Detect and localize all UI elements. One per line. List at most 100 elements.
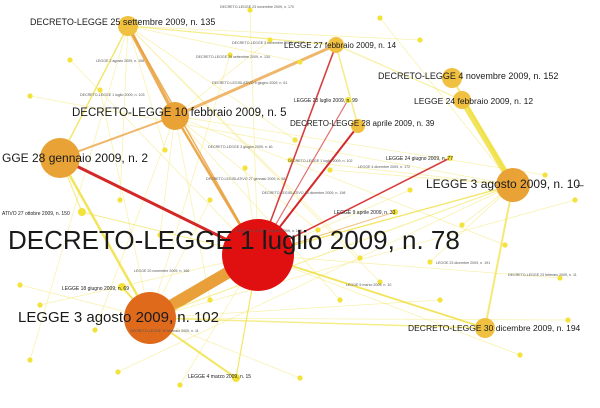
graph-node-minor[interactable] <box>337 297 343 303</box>
graph-node-minor[interactable] <box>327 167 333 173</box>
graph-node-minor[interactable] <box>437 297 443 303</box>
graph-node-minor[interactable] <box>115 369 121 375</box>
graph-edge-n108-n194 <box>484 184 514 329</box>
graph-edge-minor <box>127 25 361 259</box>
graph-node-n13[interactable] <box>232 374 240 382</box>
graph-edge-minor <box>429 184 514 263</box>
node-label-minor: DECRETO-LEGGE 3 novembre 2009, n. 167 <box>232 41 304 45</box>
graph-node-n33[interactable] <box>392 209 398 215</box>
graph-edge-n5-n14 <box>173 43 338 118</box>
graph-edge-n78-n2 <box>58 156 260 257</box>
graph-edge-n135-n14 <box>127 25 337 46</box>
node-label-minor: DECRETO-LEGGE 25 settembre 2009, n. 134 <box>196 55 270 59</box>
graph-node-minor[interactable] <box>117 197 123 203</box>
graph-node-n77[interactable] <box>447 155 453 161</box>
graph-node-minor[interactable] <box>315 227 321 233</box>
graph-node-minor[interactable] <box>177 382 183 388</box>
graph-node-minor[interactable] <box>459 222 465 228</box>
graph-node-minor[interactable] <box>37 302 43 308</box>
graph-node-minor[interactable] <box>357 255 363 261</box>
graph-node-minor[interactable] <box>377 15 383 21</box>
graph-node-n78[interactable] <box>222 219 294 291</box>
node-label-n194: DECRETO-LEGGE 30 dicembre 2009, n. 194 <box>408 323 581 333</box>
graph-node-n102[interactable] <box>124 292 176 344</box>
graph-node-minor[interactable] <box>292 137 298 143</box>
graph-node-minor[interactable] <box>502 242 508 248</box>
node-label-n5: DECRETO-LEGGE 10 febbraio 2009, n. 5 <box>72 107 287 119</box>
graph-edge-n78-n108 <box>257 184 514 256</box>
graph-node-minor[interactable] <box>162 147 168 153</box>
graph-node-minor[interactable] <box>517 352 523 358</box>
graph-node-n99[interactable] <box>345 97 351 103</box>
graph-node-minor[interactable] <box>297 59 303 65</box>
graph-node-minor[interactable] <box>157 232 163 238</box>
graph-node-minor[interactable] <box>97 87 103 93</box>
graph-edge-minor <box>174 115 211 301</box>
graph-node-minor[interactable] <box>557 275 563 281</box>
node-label-n102: LEGGE 3 agosto 2009, n. 102 <box>18 309 219 326</box>
graph-node-n5[interactable] <box>161 102 189 130</box>
node-label-n33: LEGGE 9 aprile 2009, n. 33 <box>334 210 396 216</box>
graph-node-minor[interactable] <box>542 172 548 178</box>
graph-edge-minor <box>329 169 514 186</box>
graph-edge-minor <box>99 89 151 319</box>
node-label-minor: LEGGE 5 marzo 2009, n. 10 <box>346 283 391 287</box>
graph-node-minor[interactable] <box>207 297 213 303</box>
graph-node-minor[interactable] <box>377 279 383 285</box>
graph-node-minor[interactable] <box>407 187 413 193</box>
graph-edge-minor <box>69 59 259 256</box>
graph-node-minor[interactable] <box>92 327 98 333</box>
graph-edge-minor <box>379 17 514 186</box>
graph-node-minor[interactable] <box>242 165 248 171</box>
graph-edge-minor <box>174 39 271 117</box>
graph-node-minor[interactable] <box>247 7 253 13</box>
graph-edge-n135-n2 <box>59 25 129 159</box>
graph-node-minor[interactable] <box>427 259 433 265</box>
node-label-minor: LEGGE 4 dicembre 2009, n. 172 <box>358 165 410 169</box>
labels-layer: DECRETO-LEGGE 1 luglio 2009, n. 78LEGGE … <box>2 17 584 380</box>
graph-edge-minor <box>127 25 301 63</box>
graph-node-minor[interactable] <box>67 57 73 63</box>
graph-edge-n5-n2 <box>59 115 176 159</box>
node-label-minor: DECRETO LEGISLATIVO 5 giugno 2009, n. 61 <box>212 81 287 85</box>
graph-node-n14[interactable] <box>328 37 344 53</box>
graph-node-n152[interactable] <box>442 68 462 88</box>
node-label-minor: DECRETO LEGISLATIVO 27 gennaio 2009, n. … <box>206 177 285 181</box>
graph-edge-minor <box>174 115 319 231</box>
graph-node-n39[interactable] <box>351 119 365 133</box>
node-label-n150: ATIVO 27 ottobre 2009, n. 150 <box>2 211 70 217</box>
graph-node-n150[interactable] <box>78 208 86 216</box>
graph-edge-n78-n14 <box>257 44 337 256</box>
graph-edge-minor <box>249 9 259 256</box>
graph-edge-minor <box>174 115 506 246</box>
graph-node-minor[interactable] <box>572 197 578 203</box>
graph-node-minor[interactable] <box>565 317 571 323</box>
graph-node-minor[interactable] <box>207 197 213 203</box>
graph-edge-n78-n194 <box>257 254 486 329</box>
node-label-n39: DECRETO-LEGGE 28 aprile 2009, n. 39 <box>290 119 435 128</box>
node-label-n77: LEGGE 24 giugno 2009, n. 77 <box>386 156 453 162</box>
graph-node-n12[interactable] <box>453 91 471 109</box>
graph-node-minor[interactable] <box>27 357 33 363</box>
graph-edge-minor <box>127 25 296 141</box>
node-label-minor: DECRETO LEGISLATIVO 30 dicembre 2009, n.… <box>262 191 345 195</box>
node-label-minor: DECRETO-LEGGE 3 giugno 2009, n. 61 <box>208 145 273 149</box>
node-label-minor: DECRETO-LEGGE 1 luglio 2009, n. 102 <box>288 159 352 163</box>
graph-node-n135[interactable] <box>118 16 138 36</box>
graph-node-minor[interactable] <box>227 52 233 58</box>
graph-node-n194[interactable] <box>475 318 495 338</box>
graph-edge-n102-n108 <box>149 184 514 319</box>
graph-node-minor[interactable] <box>267 37 273 43</box>
tiny-labels-layer: DECRETO-LEGGE 23 novembre 2009, n. 170DE… <box>80 5 577 333</box>
graph-node-n108[interactable] <box>496 168 530 202</box>
graph-node-minor[interactable] <box>297 375 303 381</box>
graph-node-minor[interactable] <box>27 93 33 99</box>
graph-node-minor[interactable] <box>17 282 23 288</box>
node-label-minor: DECRETO-LEGGE 10 febbraio 2009, n. 11 <box>130 329 199 333</box>
graph-node-minor[interactable] <box>417 37 423 43</box>
graph-node-minor[interactable] <box>287 157 293 163</box>
graph-node-n2[interactable] <box>40 138 80 178</box>
node-label-minor: DECRETO-LEGGE 23 febbraio 2009, n. 11 <box>508 273 577 277</box>
graph-edge-minor <box>257 254 561 279</box>
graph-node-n89[interactable] <box>118 283 126 291</box>
